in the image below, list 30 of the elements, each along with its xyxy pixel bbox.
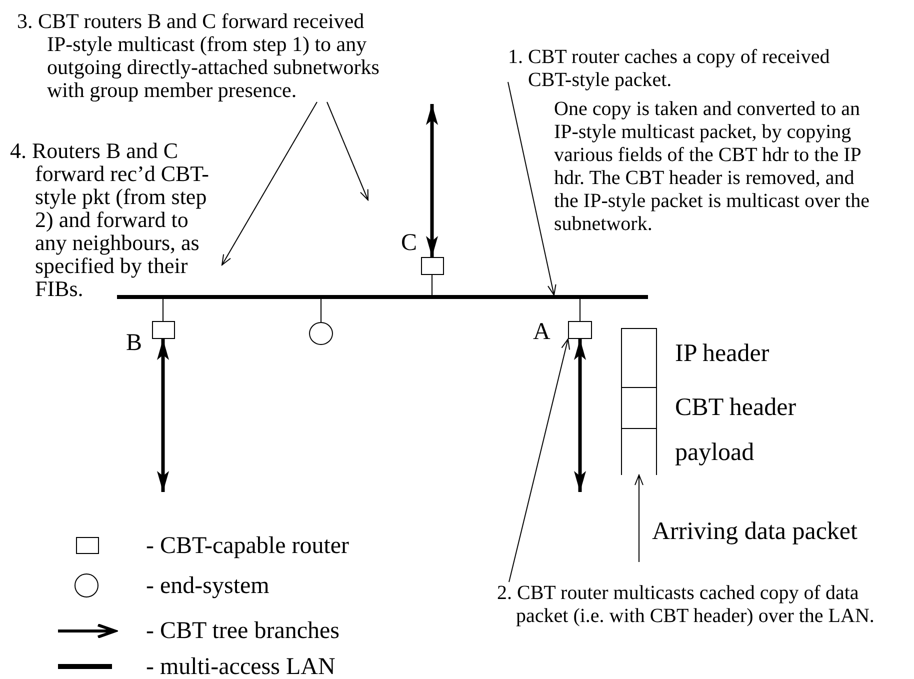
step-note: 4. Routers B and C forward rec’d CBT-style pkt (from step 2) and forward to any neighbours, as specified by their FIBs. [10,139,222,300]
packet-field-label: IP header [675,341,770,366]
legend-text: - end-system [146,574,270,598]
step-note: 3. CBT routers B and C forward received IP-style multicast (from step 1) to any outgoing directly-attached subnetworks with group member presence. [17,10,392,102]
router-box [421,257,444,275]
router-label: C [401,231,418,255]
router-label: B [126,331,142,355]
legend-text: - multi-access LAN [146,654,336,678]
lan-bar [117,295,648,299]
packet-field-label: payload [675,440,754,465]
packet-stack [621,328,657,475]
packet-field-label: CBT header [675,395,796,420]
router-box [568,321,592,339]
pointer-arrow [508,338,570,582]
pointer-arrow [508,82,556,296]
tree-branch-arrow [426,104,438,257]
router-box [152,321,175,339]
end-system-circle [309,322,333,345]
pointer-arrow [634,474,644,562]
note-detail: One copy is taken and converted to an IP-style multicast packet, by copying various fields of the CBT hdr to the IP hdr. The CBT header is removed, and the IP-style packet is multicast over the subnetwork. [554,98,870,236]
legend-text: - CBT tree branches [146,619,340,643]
pointer-arrow [326,102,368,200]
router-label: A [533,320,550,344]
tree-branch-arrow [574,339,586,492]
legend-text: - CBT-capable router [146,534,350,558]
tree-branch-arrow [157,339,169,492]
pointer-arrow [222,102,318,266]
step-note: 2. CBT router multicasts cached copy of data packet (i.e. with CBT header) over the LAN. [497,582,882,628]
step-note: 1. CBT router caches a copy of received CBT-style packet. [508,46,831,92]
edge-label: Arriving data packet [652,519,858,544]
